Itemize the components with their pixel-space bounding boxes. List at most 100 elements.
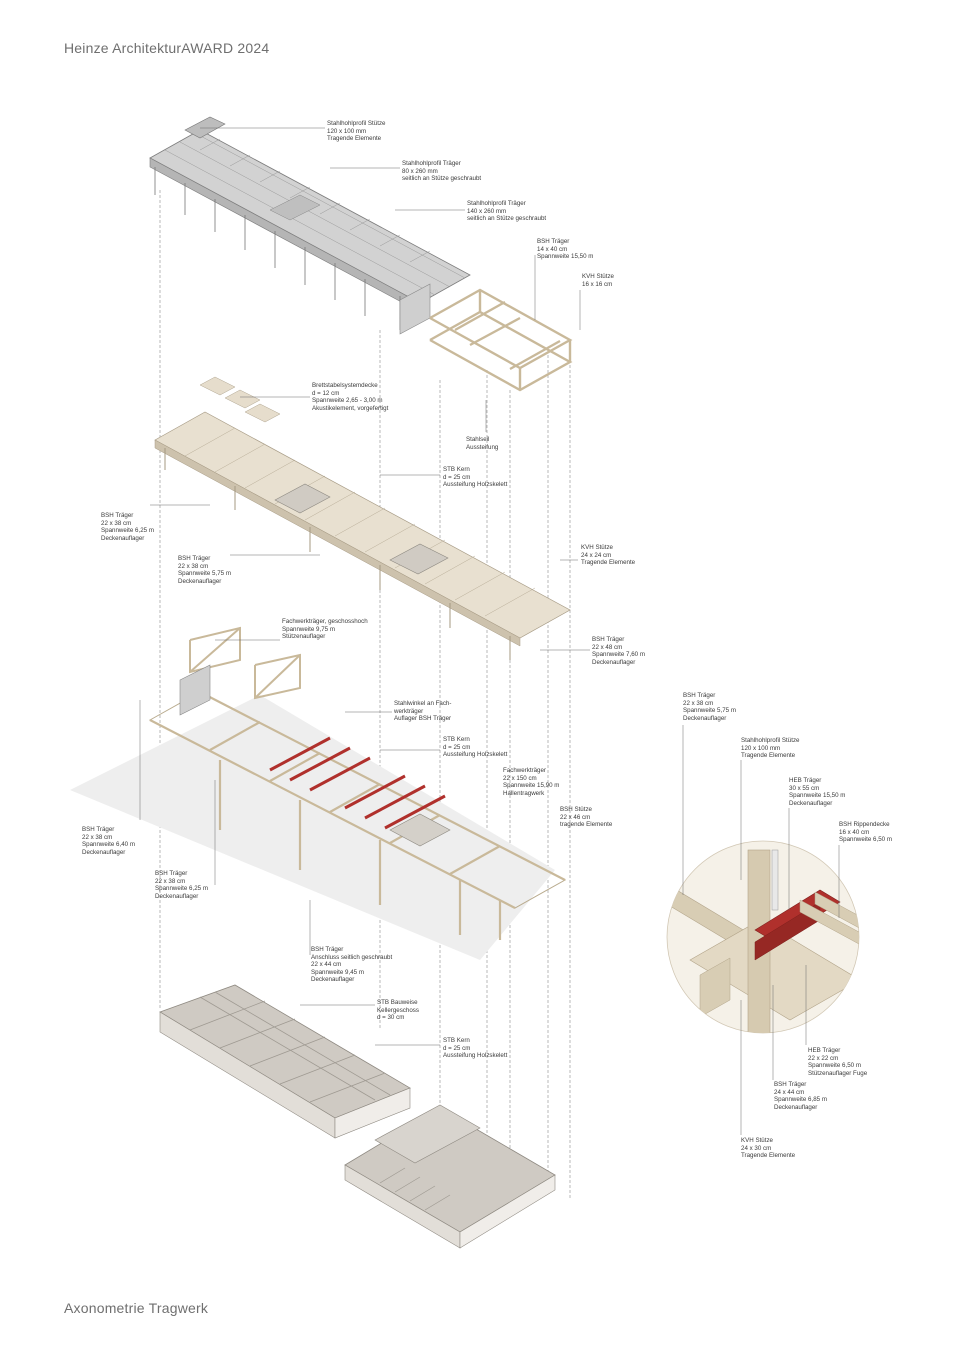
projection-lines xyxy=(159,190,571,1230)
detail-circle xyxy=(666,725,860,1135)
label-line: BSH Träger xyxy=(82,826,115,833)
leader-lines xyxy=(139,127,590,1046)
label-line: tragende Elemente xyxy=(560,821,613,829)
label-fachwerktraeger-150: Fachwerkträger 22 x 150 cm Spannweite 15… xyxy=(503,767,559,797)
label-line: 120 x 100 mm xyxy=(741,744,781,752)
label-detail-heb-traeger-30x55: HEB Träger 30 x 55 cm Spannweite 15,50 m… xyxy=(789,777,845,807)
label-line: Stützenauflager Fuge xyxy=(808,1069,868,1077)
label-line: Deckenauflager xyxy=(592,658,636,666)
label-detail-bsh-rippendecke: BSH Rippendecke 16 x 40 cm Spannweite 6,… xyxy=(839,821,892,844)
label-detail-stahlhohlprofil-stuetze: Stahlhohlprofil Stütze 120 x 100 mm Trag… xyxy=(741,737,799,760)
label-line: Fachwerkträger, geschosshoch xyxy=(282,618,368,625)
label-line: HEB Träger xyxy=(789,777,822,784)
label-line: BSH Träger xyxy=(311,946,344,953)
label-line: 16 x 40 cm xyxy=(839,828,870,836)
label-stb-kern-2: STB Kern d = 25 cm Aussteifung Holzskele… xyxy=(443,736,507,759)
label-line: 30 x 55 cm xyxy=(789,784,820,792)
label-line: Aussteifung Holzskelett xyxy=(443,751,508,759)
label-line: 22 x 46 cm xyxy=(560,813,591,821)
label-line: 22 x 38 cm xyxy=(683,699,714,707)
label-stahlseil: Stahlseil Aussteifung xyxy=(466,436,498,451)
label-bsh-traeger-640: BSH Träger 22 x 38 cm Spannweite 6,40 m … xyxy=(82,826,135,856)
label-line: BSH Träger xyxy=(683,692,716,699)
label-line: Deckenauflager xyxy=(683,714,727,722)
level-roof-steel-frame xyxy=(149,116,573,392)
label-line: Spannweite 15,50 m xyxy=(537,253,594,261)
label-line: BSH Träger xyxy=(592,636,625,643)
label-line: STB Kern xyxy=(443,736,470,743)
label-line: Stahlwinkel an Fach- xyxy=(394,700,452,707)
page-footer-title: Axonometrie Tragwerk xyxy=(64,1300,209,1316)
label-line: STB Kern xyxy=(443,1037,470,1044)
label-line: werkträger xyxy=(394,707,424,715)
label-bsh-stuetze-22x46: BSH Stütze 22 x 46 cm tragende Elemente xyxy=(560,806,612,829)
label-line: 120 x 100 mm xyxy=(327,127,367,135)
label-line: Spannweite 5,75 m xyxy=(683,707,736,715)
label-line: Stützenauflager xyxy=(282,633,326,641)
label-line: Tragende Elemente xyxy=(327,135,382,143)
label-line: Brettstabelsystemdecke xyxy=(312,382,378,389)
label-bsh-traeger-625-a: BSH Träger 22 x 38 cm Spannweite 6,25 m … xyxy=(101,512,154,542)
label-kvh-stuetze-24: KVH Stütze 24 x 24 cm Tragende Elemente xyxy=(581,544,635,567)
label-stahlhohlprofil-stuetze-top: Stahlhohlprofil Stütze 120 x 100 mm Trag… xyxy=(327,120,385,143)
label-brettstapelsystemdecke: Brettstabelsystemdecke d = 12 cm Spannwe… xyxy=(312,382,388,412)
label-line: 140 x 260 mm xyxy=(467,207,507,215)
label-bsh-traeger-14x40: BSH Träger 14 x 40 cm Spannweite 15,50 m xyxy=(537,238,593,261)
label-line: Spannweite 2,65 - 3,00 m xyxy=(312,397,383,405)
label-line: 22 x 38 cm xyxy=(178,562,209,570)
label-line: Aussteifung Holzskelett xyxy=(443,481,508,489)
label-detail-heb-traeger-22x22: HEB Träger 22 x 22 cm Spannweite 6,50 m … xyxy=(808,1047,867,1077)
label-line: BSH Träger xyxy=(155,870,188,877)
label-line: Aussteifung xyxy=(466,443,499,451)
label-line: Spannweite 15,90 m xyxy=(503,782,560,790)
label-line: 24 x 44 cm xyxy=(774,1088,805,1096)
label-line: seitlich an Stütze geschraubt xyxy=(467,215,547,223)
label-line: STB Kern xyxy=(443,466,470,473)
label-line: 24 x 30 cm xyxy=(741,1144,772,1152)
label-line: Stahlhohlprofil Stütze xyxy=(741,737,800,744)
label-line: BSH Rippendecke xyxy=(839,821,890,828)
label-line: Deckenauflager xyxy=(101,534,145,542)
label-line: Fachwerkträger xyxy=(503,767,546,774)
label-detail-bsh-traeger-24x44: BSH Träger 24 x 44 cm Spannweite 6,85 m … xyxy=(774,1081,827,1111)
label-line: Akustikelement, vorgefertigt xyxy=(312,404,389,412)
label-line: Stahlhohlprofil Stütze xyxy=(327,120,386,127)
level-timber-skeleton xyxy=(70,626,567,960)
label-line: Stahlseil xyxy=(466,436,490,443)
label-stahlhohlprofil-traeger-80: Stahlhohlprofil Träger 80 x 260 mm seitl… xyxy=(402,160,481,183)
label-bsh-traeger-760: BSH Träger 22 x 48 cm Spannweite 7,60 m … xyxy=(592,636,645,666)
label-line: 14 x 40 cm xyxy=(537,245,568,253)
label-line: KVH Stütze xyxy=(582,273,614,280)
label-line: Spannweite 6,25 m xyxy=(155,885,208,893)
label-line: Spannweite 5,75 m xyxy=(178,570,231,578)
label-line: Spannweite 6,40 m xyxy=(82,841,135,849)
label-line: d = 25 cm xyxy=(443,743,471,751)
label-line: 16 x 16 cm xyxy=(582,280,613,288)
label-line: Anschluss seitlich geschraubt xyxy=(311,953,393,961)
label-line: d = 25 cm xyxy=(443,1044,471,1052)
label-line: Deckenauflager xyxy=(311,976,355,984)
label-line: BSH Träger xyxy=(774,1081,807,1088)
level-slabs xyxy=(154,376,571,660)
label-line: Spannweite 9,45 m xyxy=(311,968,364,976)
label-stb-kern-1: STB Kern d = 25 cm Aussteifung Holzskele… xyxy=(443,466,507,489)
label-line: Kellergeschoss xyxy=(377,1006,419,1014)
label-line: Deckenauflager xyxy=(82,848,126,856)
label-line: 22 x 48 cm xyxy=(592,643,623,651)
label-fachwerktraeger-geschosshoch: Fachwerkträger, geschosshoch Spannweite … xyxy=(282,618,368,641)
label-line: 22 x 38 cm xyxy=(155,877,186,885)
label-line: 22 x 22 cm xyxy=(808,1054,839,1062)
label-detail-kvh-stuetze-24x30: KVH Stütze 24 x 30 cm Tragende Elemente xyxy=(741,1137,795,1160)
label-bsh-traeger-945: BSH Träger Anschluss seitlich geschraubt… xyxy=(311,946,392,984)
label-stahlhohlprofil-traeger-140: Stahlhohlprofil Träger 140 x 260 mm seit… xyxy=(467,200,546,223)
label-line: Spannweite 6,50 m xyxy=(839,836,892,844)
label-line: Tragende Elemente xyxy=(741,752,796,760)
label-line: 22 x 38 cm xyxy=(82,833,113,841)
label-line: 22 x 38 cm xyxy=(101,519,132,527)
label-line: d = 12 cm xyxy=(312,389,340,397)
label-line: KVH Stütze xyxy=(741,1137,773,1144)
label-line: KVH Stütze xyxy=(581,544,613,551)
label-kvh-stuetze-16: KVH Stütze 16 x 16 cm xyxy=(582,273,614,288)
label-line: BSH Träger xyxy=(178,555,211,562)
